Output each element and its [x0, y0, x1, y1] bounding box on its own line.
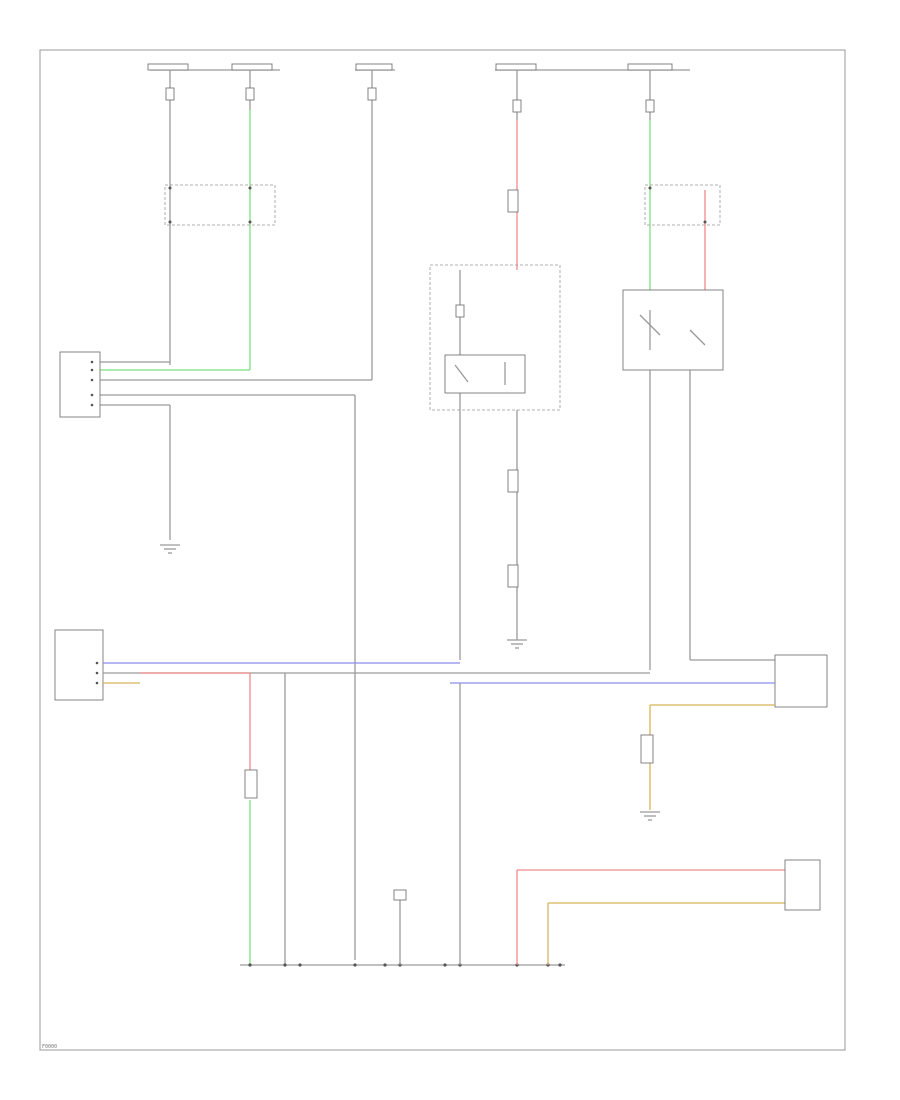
blower-switch-section	[54, 629, 650, 965]
fuse-5	[645, 99, 655, 113]
fuse-1	[165, 87, 175, 101]
right-relay-section	[622, 120, 775, 670]
fuse-3	[367, 87, 377, 101]
ac-sensor	[774, 654, 828, 708]
fuse-group	[165, 70, 655, 120]
relay-box	[429, 264, 561, 411]
left-column-wires	[100, 110, 373, 960]
ac-control-module	[59, 351, 101, 418]
middle-relay-section	[429, 120, 561, 660]
ecm-pin-connector	[393, 889, 407, 901]
left-lower-connector	[244, 769, 258, 799]
top-power-rails	[147, 63, 690, 71]
middle-connector-2	[507, 469, 519, 493]
fuse-4	[512, 99, 522, 113]
footer-code: F0000	[42, 1044, 58, 1050]
engine-relay	[622, 289, 724, 371]
diagram-frame	[39, 49, 846, 1051]
sensor-connector	[640, 734, 654, 764]
blower-switch	[54, 629, 104, 701]
fuse-2	[245, 87, 255, 101]
middle-connector-3	[507, 564, 519, 588]
junction-connector	[164, 184, 276, 226]
sensor-section	[450, 654, 828, 821]
pressure-switch	[784, 859, 821, 911]
right-junction	[644, 184, 721, 226]
engine-control-module	[240, 683, 821, 967]
fan-relay	[444, 354, 526, 394]
middle-connector-top	[507, 189, 519, 213]
